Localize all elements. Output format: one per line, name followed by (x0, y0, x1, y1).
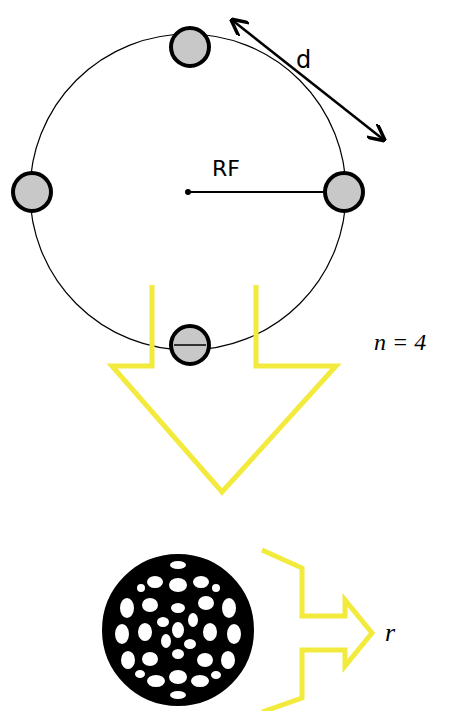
fiber-mark (174, 344, 206, 346)
fiber-circle (325, 173, 363, 211)
bundle-radius-label: r (385, 620, 395, 646)
fiber-circle (13, 173, 51, 211)
fiber-circle (171, 326, 209, 364)
distance-label: d (296, 48, 311, 72)
count-label: n = 4 (374, 330, 426, 354)
bundle-fibers (104, 556, 252, 704)
radius-arrow (188, 191, 342, 193)
transform-arrow (112, 285, 336, 492)
distance-arrow (232, 20, 384, 140)
radius-label: RF (212, 158, 240, 180)
bracket-arrow (262, 550, 372, 711)
fiber-circle (171, 28, 209, 66)
orbit-circle (30, 34, 346, 350)
